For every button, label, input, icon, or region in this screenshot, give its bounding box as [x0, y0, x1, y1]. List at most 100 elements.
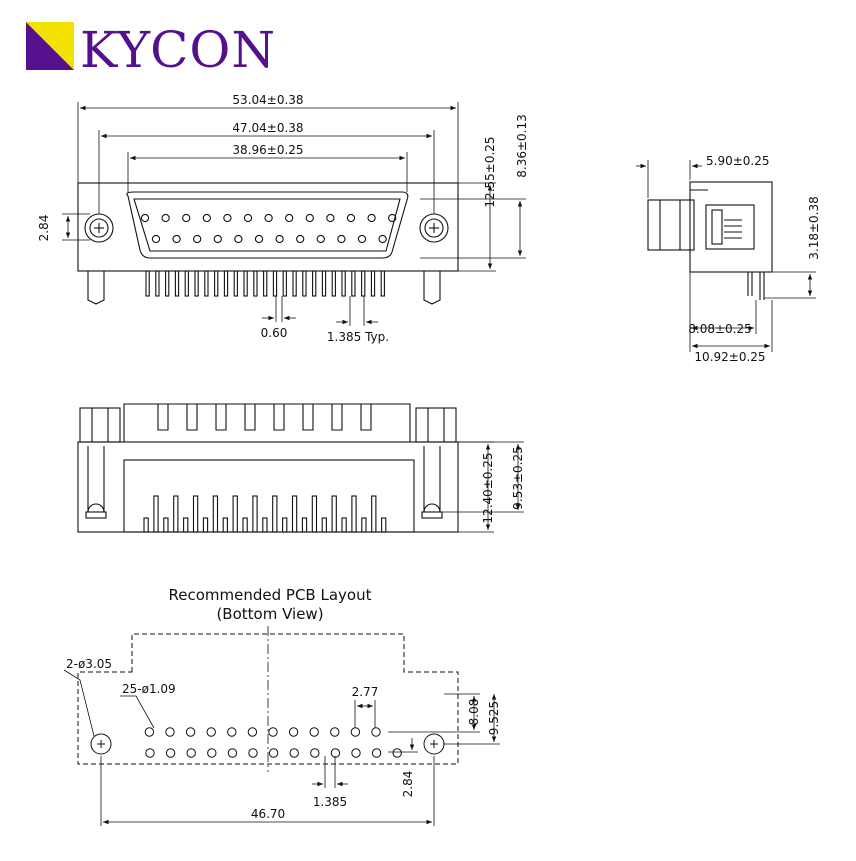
dim-height-outer: 12.55±0.25	[483, 136, 497, 207]
front-pin-bottom	[151, 234, 161, 244]
pcb-hole-bottom	[227, 748, 238, 758]
front-lead	[282, 270, 287, 297]
front-lead	[223, 270, 229, 297]
front-pin-bottom	[254, 234, 264, 244]
front-lead	[312, 270, 317, 297]
pcb-hole-bottom	[248, 748, 258, 758]
front-pin-bottom	[213, 234, 222, 244]
pcb-hole-bottom	[268, 748, 279, 758]
dim-bottom-inner: 9.53±0.25	[511, 446, 525, 510]
front-pin-top	[346, 213, 356, 223]
dim-side-bottom2: 10.92±0.25	[694, 350, 765, 364]
front-pin-top	[223, 213, 232, 223]
rear-contact	[321, 517, 327, 533]
pcb-hole-top	[165, 727, 175, 737]
dim-bottom-outer: 12.40±0.25	[481, 452, 495, 523]
dim-pcb-stagger: 1.385	[313, 795, 347, 809]
rear-contact	[222, 517, 228, 533]
rear-contact	[351, 495, 357, 533]
pcb-title: Recommended PCB Layout	[169, 586, 372, 604]
bottom-shell	[123, 403, 411, 442]
pcb-hole-top	[185, 727, 196, 737]
front-lead	[233, 270, 238, 297]
front-pin-bottom	[357, 234, 367, 244]
bottom-dims	[424, 441, 524, 533]
rear-contact	[242, 517, 248, 533]
front-dim-labels: 53.04±0.38 47.04±0.38 38.96±0.25 12.55±0…	[37, 93, 529, 344]
front-pin-top	[367, 213, 376, 223]
dim-shell-width: 38.96±0.25	[232, 143, 303, 157]
side-dims	[636, 160, 816, 352]
pcb-hole-bottom	[207, 748, 217, 758]
front-pin-top	[388, 213, 397, 223]
rear-contact	[272, 495, 278, 533]
front-pin-top	[305, 213, 314, 223]
rear-contact	[192, 495, 199, 533]
front-lead	[361, 270, 366, 297]
dim-row-spacing: 2.84	[37, 215, 51, 242]
front-leads	[145, 270, 385, 297]
left-boardlock	[87, 271, 105, 305]
top-tab	[186, 404, 198, 431]
dim-pcb-y-outer: 9.525	[487, 701, 501, 735]
bottom-view	[77, 403, 459, 533]
front-pin-top	[182, 213, 191, 223]
dim-pcb-y-inner: 8.08	[467, 699, 481, 726]
pcb-hole-top	[288, 727, 299, 737]
dim-side-top: 5.90±0.25	[706, 154, 770, 168]
bottom-contacts	[143, 495, 387, 533]
dim-pin-width: 0.60	[261, 326, 288, 340]
dim-mount-width: 47.04±0.38	[232, 121, 303, 135]
front-pin-top	[140, 213, 150, 223]
front-pin-bottom	[172, 234, 181, 244]
rear-contact	[361, 517, 367, 533]
front-pin-top	[202, 213, 211, 223]
front-lead	[145, 270, 150, 297]
bottom-dim-labels: 12.40±0.25 9.53±0.25	[481, 446, 525, 523]
front-lead	[155, 270, 160, 297]
rear-contact	[262, 517, 268, 533]
top-tab	[331, 404, 343, 431]
rear-contact	[282, 517, 288, 533]
right-screw-inner	[424, 218, 444, 238]
pcb-hole-top	[144, 727, 155, 737]
right-boardlock	[423, 271, 441, 305]
rear-contact	[232, 495, 238, 533]
front-lead	[331, 270, 336, 297]
front-lead	[214, 270, 219, 297]
pcb-hole-top	[350, 727, 361, 737]
pcb-dim-labels: 2-ø3.05 25-ø1.09 2.77 8.08 9.525 1.385 2…	[66, 657, 501, 821]
dim-overall-width: 53.04±0.38	[232, 93, 303, 107]
brand-name: KYCON	[80, 21, 276, 79]
pcb-dims	[63, 669, 500, 826]
front-pin-bottom	[275, 234, 284, 244]
front-lead	[204, 270, 209, 297]
dim-side-bottom1: 8.08±0.25	[688, 322, 752, 336]
front-pin-top	[243, 213, 253, 223]
front-lead	[321, 270, 327, 297]
front-pin-holes	[140, 213, 397, 244]
rear-contact	[291, 495, 298, 533]
rear-contact	[143, 517, 149, 533]
front-view	[77, 182, 459, 305]
bottom-top-tabs	[157, 404, 372, 431]
rear-contact	[252, 495, 258, 533]
front-pin-bottom	[337, 234, 346, 244]
front-pin-bottom	[296, 234, 305, 244]
pcb-hole-bottom	[289, 748, 299, 758]
front-lead	[243, 270, 248, 297]
pcb-subtitle: (Bottom View)	[216, 605, 323, 623]
top-tab	[215, 404, 227, 431]
pcb-mount-hole-left	[90, 733, 112, 755]
front-pin-bottom	[234, 234, 243, 244]
pcb-hole-top	[371, 727, 381, 737]
pcb-hole-bottom	[371, 748, 382, 758]
rear-contact	[301, 517, 308, 533]
side-body	[689, 181, 773, 273]
rear-contact	[153, 495, 159, 533]
d-shell-outline	[126, 191, 409, 259]
pcb-hole-top	[206, 727, 216, 737]
pcb-hole-top	[330, 727, 340, 737]
dim-pin-pitch: 1.385 Typ.	[327, 330, 389, 344]
